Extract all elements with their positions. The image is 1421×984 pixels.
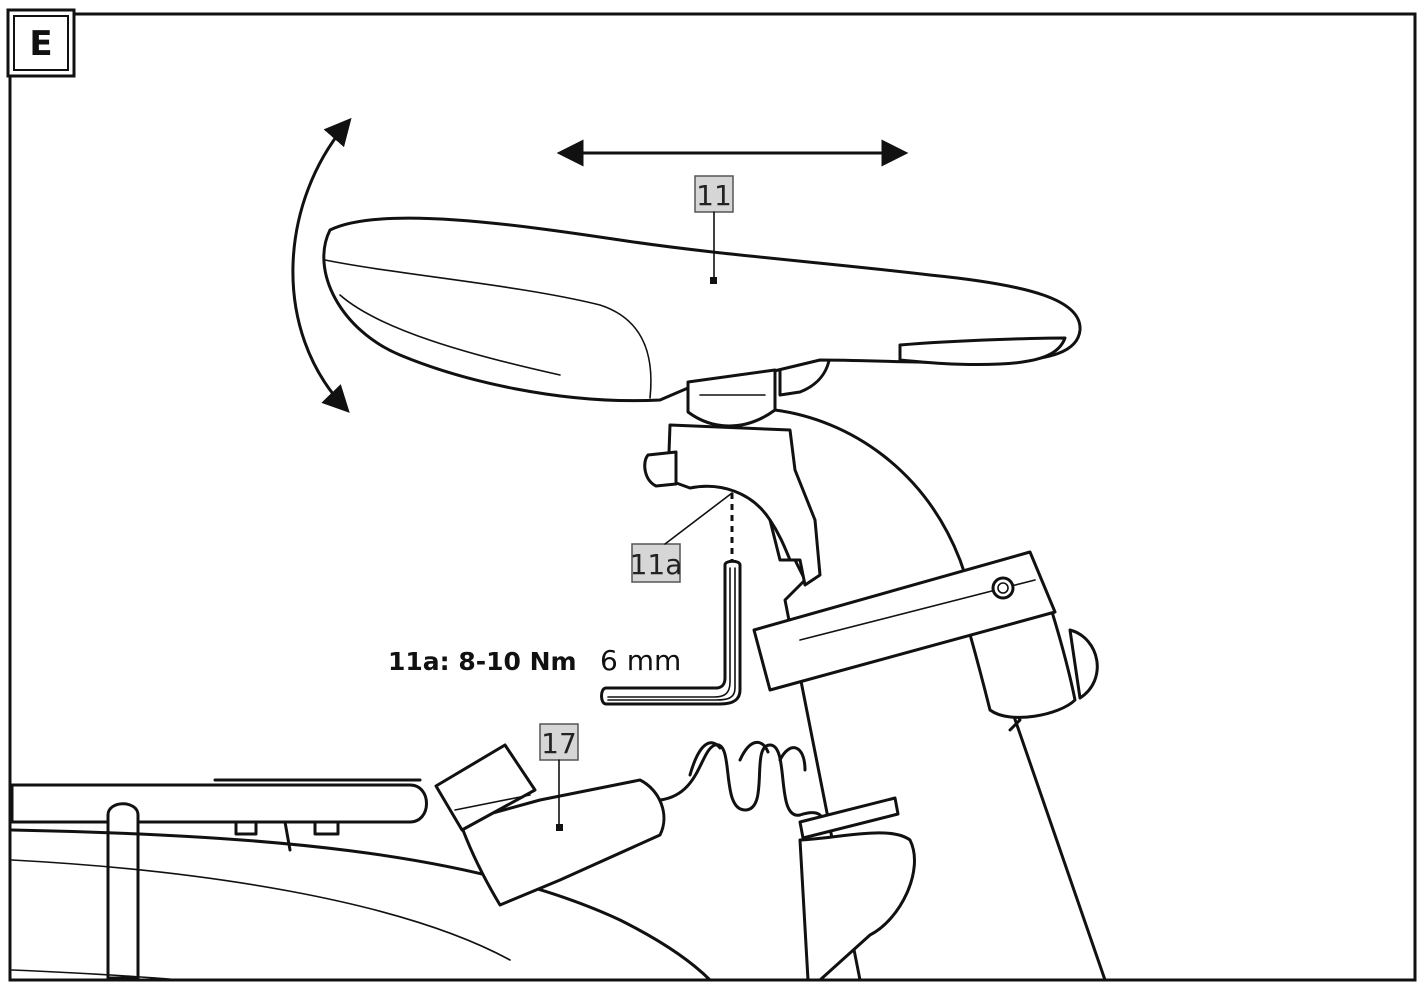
label-clamp-text: 11a [630,548,683,581]
saddle [322,216,1082,428]
torque-spec: 11a: 8-10 Nm [388,647,577,676]
label-clamp: 11a [630,492,734,583]
frame [6,8,1417,982]
seat-post-clamp [643,423,822,587]
label-saddle: 11 [694,175,734,284]
label-lock: 17 [539,723,579,831]
label-lock-text: 17 [541,727,577,760]
cable-lock [434,741,916,982]
seat-clamp-band [752,550,1099,719]
tool-size: 6 mm [600,644,681,677]
tilt-arrow-icon [291,117,352,413]
panel-letter: E [29,24,52,64]
rear-rack [10,778,428,980]
label-saddle-text: 11 [696,179,732,212]
hex-key-icon [600,559,742,706]
